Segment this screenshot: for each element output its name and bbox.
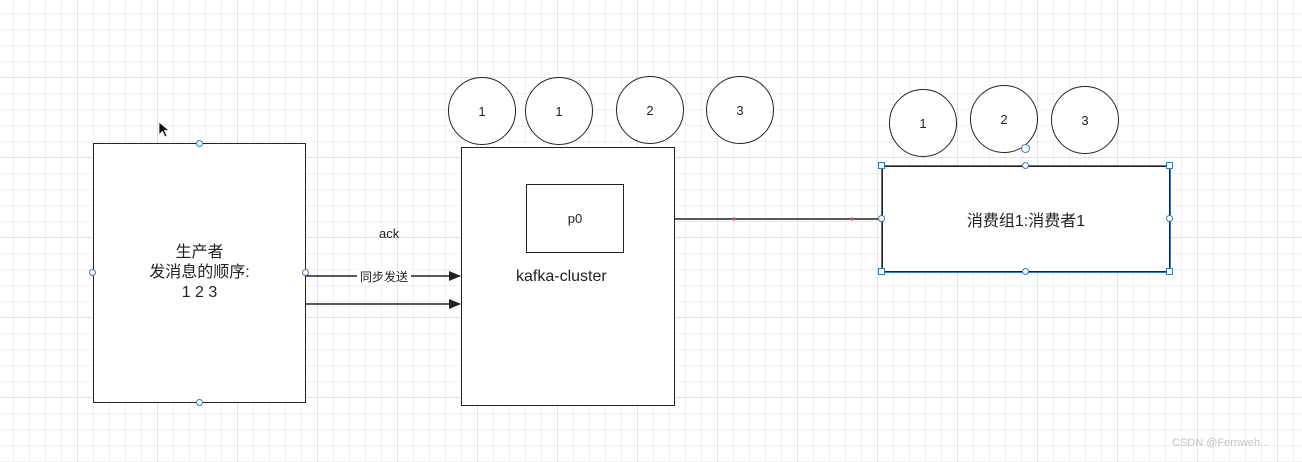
producer-handle-bottom[interactable]	[196, 399, 203, 406]
message-number: 1	[919, 115, 927, 131]
message-number: 3	[1081, 112, 1089, 128]
message-number: 3	[736, 102, 744, 118]
producer-order-values: 1 2 3	[181, 284, 218, 301]
consumer-message-circle[interactable]: 3	[1051, 86, 1119, 154]
resize-handle-bottom-left[interactable]	[878, 268, 885, 275]
cluster-message-circle[interactable]: 1	[448, 77, 516, 145]
waypoint-dot	[850, 217, 854, 221]
resize-handle-top-left[interactable]	[878, 162, 885, 169]
cluster-message-circle[interactable]: 3	[706, 76, 774, 144]
consumer-handle-left[interactable]	[878, 215, 885, 222]
consumer-message-circle[interactable]: 1	[889, 89, 957, 157]
producer-box[interactable]: 生产者 发消息的顺序: 1 2 3	[93, 143, 306, 403]
producer-title: 生产者	[175, 244, 224, 261]
partition-label: p0	[567, 211, 583, 226]
cluster-message-circle[interactable]: 1	[525, 77, 593, 145]
producer-order-label: 发消息的顺序:	[149, 264, 250, 281]
message-number: 1	[478, 103, 486, 119]
message-number: 2	[646, 102, 654, 118]
resize-handle-bottom-right[interactable]	[1166, 268, 1173, 275]
consumer-box[interactable]: 消费组1:消费者1	[882, 166, 1170, 272]
kafka-cluster-box[interactable]: kafka-cluster	[461, 147, 675, 406]
message-number: 1	[555, 103, 563, 119]
resize-handle-top-right[interactable]	[1166, 162, 1173, 169]
partition-p0[interactable]: p0	[526, 184, 624, 253]
selection-outline	[881, 165, 1171, 273]
producer-handle-right[interactable]	[302, 269, 309, 276]
message-number: 2	[1000, 111, 1008, 127]
watermark: CSDN @Fernweh...	[1172, 437, 1270, 449]
producer-handle-left[interactable]	[89, 269, 96, 276]
consumer-message-circle[interactable]: 2	[970, 85, 1038, 153]
producer-handle-top[interactable]	[196, 140, 203, 147]
consumer-handle-bottom[interactable]	[1022, 268, 1029, 275]
rotate-handle[interactable]	[1021, 144, 1030, 153]
consumer-label: 消费组1:消费者1	[966, 213, 1086, 230]
waypoint-dot	[732, 217, 736, 221]
mouse-cursor-icon	[158, 121, 171, 138]
sync-send-label: 同步发送	[357, 268, 412, 285]
cluster-message-circle[interactable]: 2	[616, 76, 684, 144]
kafka-cluster-label: kafka-cluster	[516, 268, 607, 285]
ack-label: ack	[379, 226, 400, 241]
consumer-handle-top[interactable]	[1022, 162, 1029, 169]
consumer-handle-right[interactable]	[1166, 215, 1173, 222]
